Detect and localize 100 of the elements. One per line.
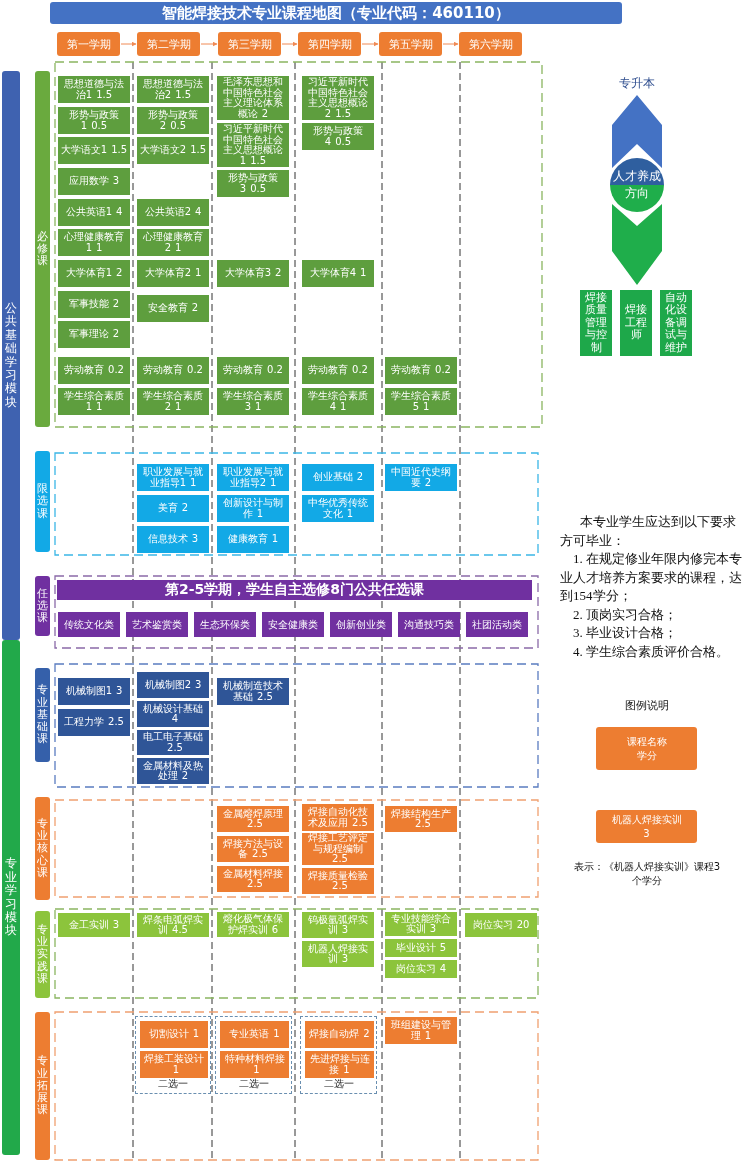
course-box: 学生综合素质5 1 <box>385 388 457 415</box>
legend-sample-box: 课程名称 学分 <box>596 727 697 770</box>
elective-category-box: 生态环保类 <box>194 612 256 637</box>
course-box: 金工实训 3 <box>58 913 130 937</box>
course-box: 形势与政策2 0.5 <box>137 107 209 134</box>
course-box: 焊接方法与设备 2.5 <box>217 836 289 862</box>
option-group <box>300 1016 377 1094</box>
elective-category-box: 安全健康类 <box>262 612 324 637</box>
course-box: 劳动教育 0.2 <box>58 357 130 384</box>
course-box: 美育 2 <box>137 495 209 522</box>
requirement-text: 3. 毕业设计合格； <box>572 624 678 642</box>
destination-label: 专升本 <box>612 74 662 92</box>
semester-box: 第三学期 <box>218 32 281 56</box>
chevron-arrow <box>612 95 662 168</box>
course-box: 大学体育1 2 <box>58 260 130 287</box>
course-box: 钨极氩弧焊实训 3 <box>302 912 374 938</box>
course-box: 岗位实习 4 <box>385 960 457 978</box>
course-box: 班组建设与管理 1 <box>385 1017 457 1044</box>
course-box: 专业英语 1 <box>220 1021 289 1048</box>
course-box: 军事理论 2 <box>58 321 130 348</box>
course-box: 公共英语2 4 <box>137 199 209 226</box>
course-box: 公共英语1 4 <box>58 199 130 226</box>
course-box: 健康教育 1 <box>217 526 289 553</box>
direction-circle: 人才养成方向 <box>610 158 664 212</box>
course-box: 创新设计与制作 1 <box>217 495 289 522</box>
course-box: 毕业设计 5 <box>385 939 457 957</box>
elective-banner: 第2-5学期，学生自主选修8门公共任选课 <box>57 580 532 600</box>
requirement-text: 1. 在规定修业年限内修完本专业人才培养方案要求的课程，达到154学分； <box>560 550 743 605</box>
semester-box: 第四学期 <box>298 32 361 56</box>
course-box: 特种材料焊接 1 <box>220 1051 289 1078</box>
course-box: 金属材料及热处理 2 <box>137 758 209 784</box>
course-box: 焊条电弧焊实训 4.5 <box>137 913 209 937</box>
course-box: 应用数学 3 <box>58 168 130 195</box>
option-group <box>215 1016 292 1094</box>
course-box: 形势与政策1 0.5 <box>58 107 130 134</box>
course-box: 机械制图1 3 <box>58 678 130 705</box>
course-box: 职业发展与就业指导2 1 <box>217 464 289 491</box>
course-box: 信息技术 3 <box>137 526 209 553</box>
course-box: 思想道德与法治1 1.5 <box>58 76 130 103</box>
course-box: 机械制造技术基础 2.5 <box>217 678 289 705</box>
direction-box: 焊接工程师 <box>620 290 652 356</box>
option-note: 二选一 <box>158 1077 188 1091</box>
course-box: 学生综合素质1 1 <box>58 388 130 415</box>
course-box: 大学体育3 2 <box>217 260 289 287</box>
course-box: 思想道德与法治2 1.5 <box>137 76 209 103</box>
course-box: 劳动教育 0.2 <box>385 357 457 384</box>
course-box: 专业技能综合实训 3 <box>385 912 457 936</box>
course-box: 习近平新时代中国特色社会主义思想概论2 1.5 <box>302 76 374 120</box>
course-box: 学生综合素质2 1 <box>137 388 209 415</box>
course-box: 大学语文2 1.5 <box>137 137 209 164</box>
legend-sample-box: 机器人焊接实训 3 <box>596 810 697 843</box>
course-box: 金属熔焊原理 2.5 <box>217 806 289 832</box>
course-box: 创业基础 2 <box>302 464 374 491</box>
category-bar: 专业基础课 <box>35 668 50 762</box>
title-banner: 智能焊接技术专业课程地图（专业代码：460110） <box>50 2 622 24</box>
course-box: 焊接工艺评定与规程编制 2.5 <box>302 833 374 865</box>
option-group <box>135 1016 211 1094</box>
course-box: 岗位实习 20 <box>465 913 537 937</box>
category-bar: 限选课 <box>35 451 50 552</box>
chevron-arrow <box>612 204 662 285</box>
course-box: 大学语文1 1.5 <box>58 137 130 164</box>
semester-box: 第五学期 <box>379 32 442 56</box>
course-box: 工程力学 2.5 <box>58 709 130 736</box>
category-bar: 必修课 <box>35 71 50 427</box>
option-note: 二选一 <box>323 1077 354 1091</box>
legend-note: 表示：《机器人焊接实训》课程3个学分 <box>572 860 722 888</box>
requirement-text: 4. 学生综合素质评价合格。 <box>572 642 730 661</box>
course-box: 习近平新时代中国特色社会主义思想概论1 1.5 <box>217 123 289 167</box>
course-box: 焊接质量检验 2.5 <box>302 868 374 894</box>
course-box: 焊接自动化技术及应用 2.5 <box>302 804 374 831</box>
course-box: 学生综合素质3 1 <box>217 388 289 415</box>
course-box: 电工电子基础 2.5 <box>137 730 209 755</box>
semester-box: 第六学期 <box>459 32 522 56</box>
legend-title: 图例说明 <box>623 698 670 713</box>
course-box: 焊接工装设计 1 <box>140 1051 208 1078</box>
elective-category-box: 传统文化类 <box>58 612 120 637</box>
elective-category-box: 艺术鉴赏类 <box>126 612 188 637</box>
course-box: 军事技能 2 <box>58 291 130 318</box>
course-box: 熔化极气体保护焊实训 6 <box>217 912 289 937</box>
elective-category-box: 社团活动类 <box>466 612 528 637</box>
course-box: 形势与政策4 0.5 <box>302 123 374 150</box>
course-box: 机械制图2 3 <box>137 672 209 698</box>
course-box: 劳动教育 0.2 <box>137 357 209 384</box>
semester-box: 第二学期 <box>137 32 200 56</box>
arrow <box>120 41 137 47</box>
module-bar: 公共基础学习模块 <box>2 71 20 640</box>
category-bar: 专业实践课 <box>35 911 50 998</box>
course-box: 心理健康教育1 1 <box>58 229 130 256</box>
category-bar: 专业核心课 <box>35 797 50 900</box>
direction-box: 自动化设备调试与维护 <box>660 290 692 356</box>
course-box: 安全教育 2 <box>137 295 209 322</box>
course-box: 切割设计 1 <box>140 1021 208 1048</box>
elective-category-box: 沟通技巧类 <box>398 612 460 637</box>
option-note: 二选一 <box>238 1077 269 1091</box>
category-bar: 任选课 <box>35 576 50 636</box>
course-box: 中华优秀传统文化 1 <box>302 495 374 522</box>
course-box: 先进焊接与连接 1 <box>305 1051 374 1078</box>
course-box: 劳动教育 0.2 <box>302 357 374 384</box>
course-box: 劳动教育 0.2 <box>217 357 289 384</box>
arrow <box>442 41 459 47</box>
